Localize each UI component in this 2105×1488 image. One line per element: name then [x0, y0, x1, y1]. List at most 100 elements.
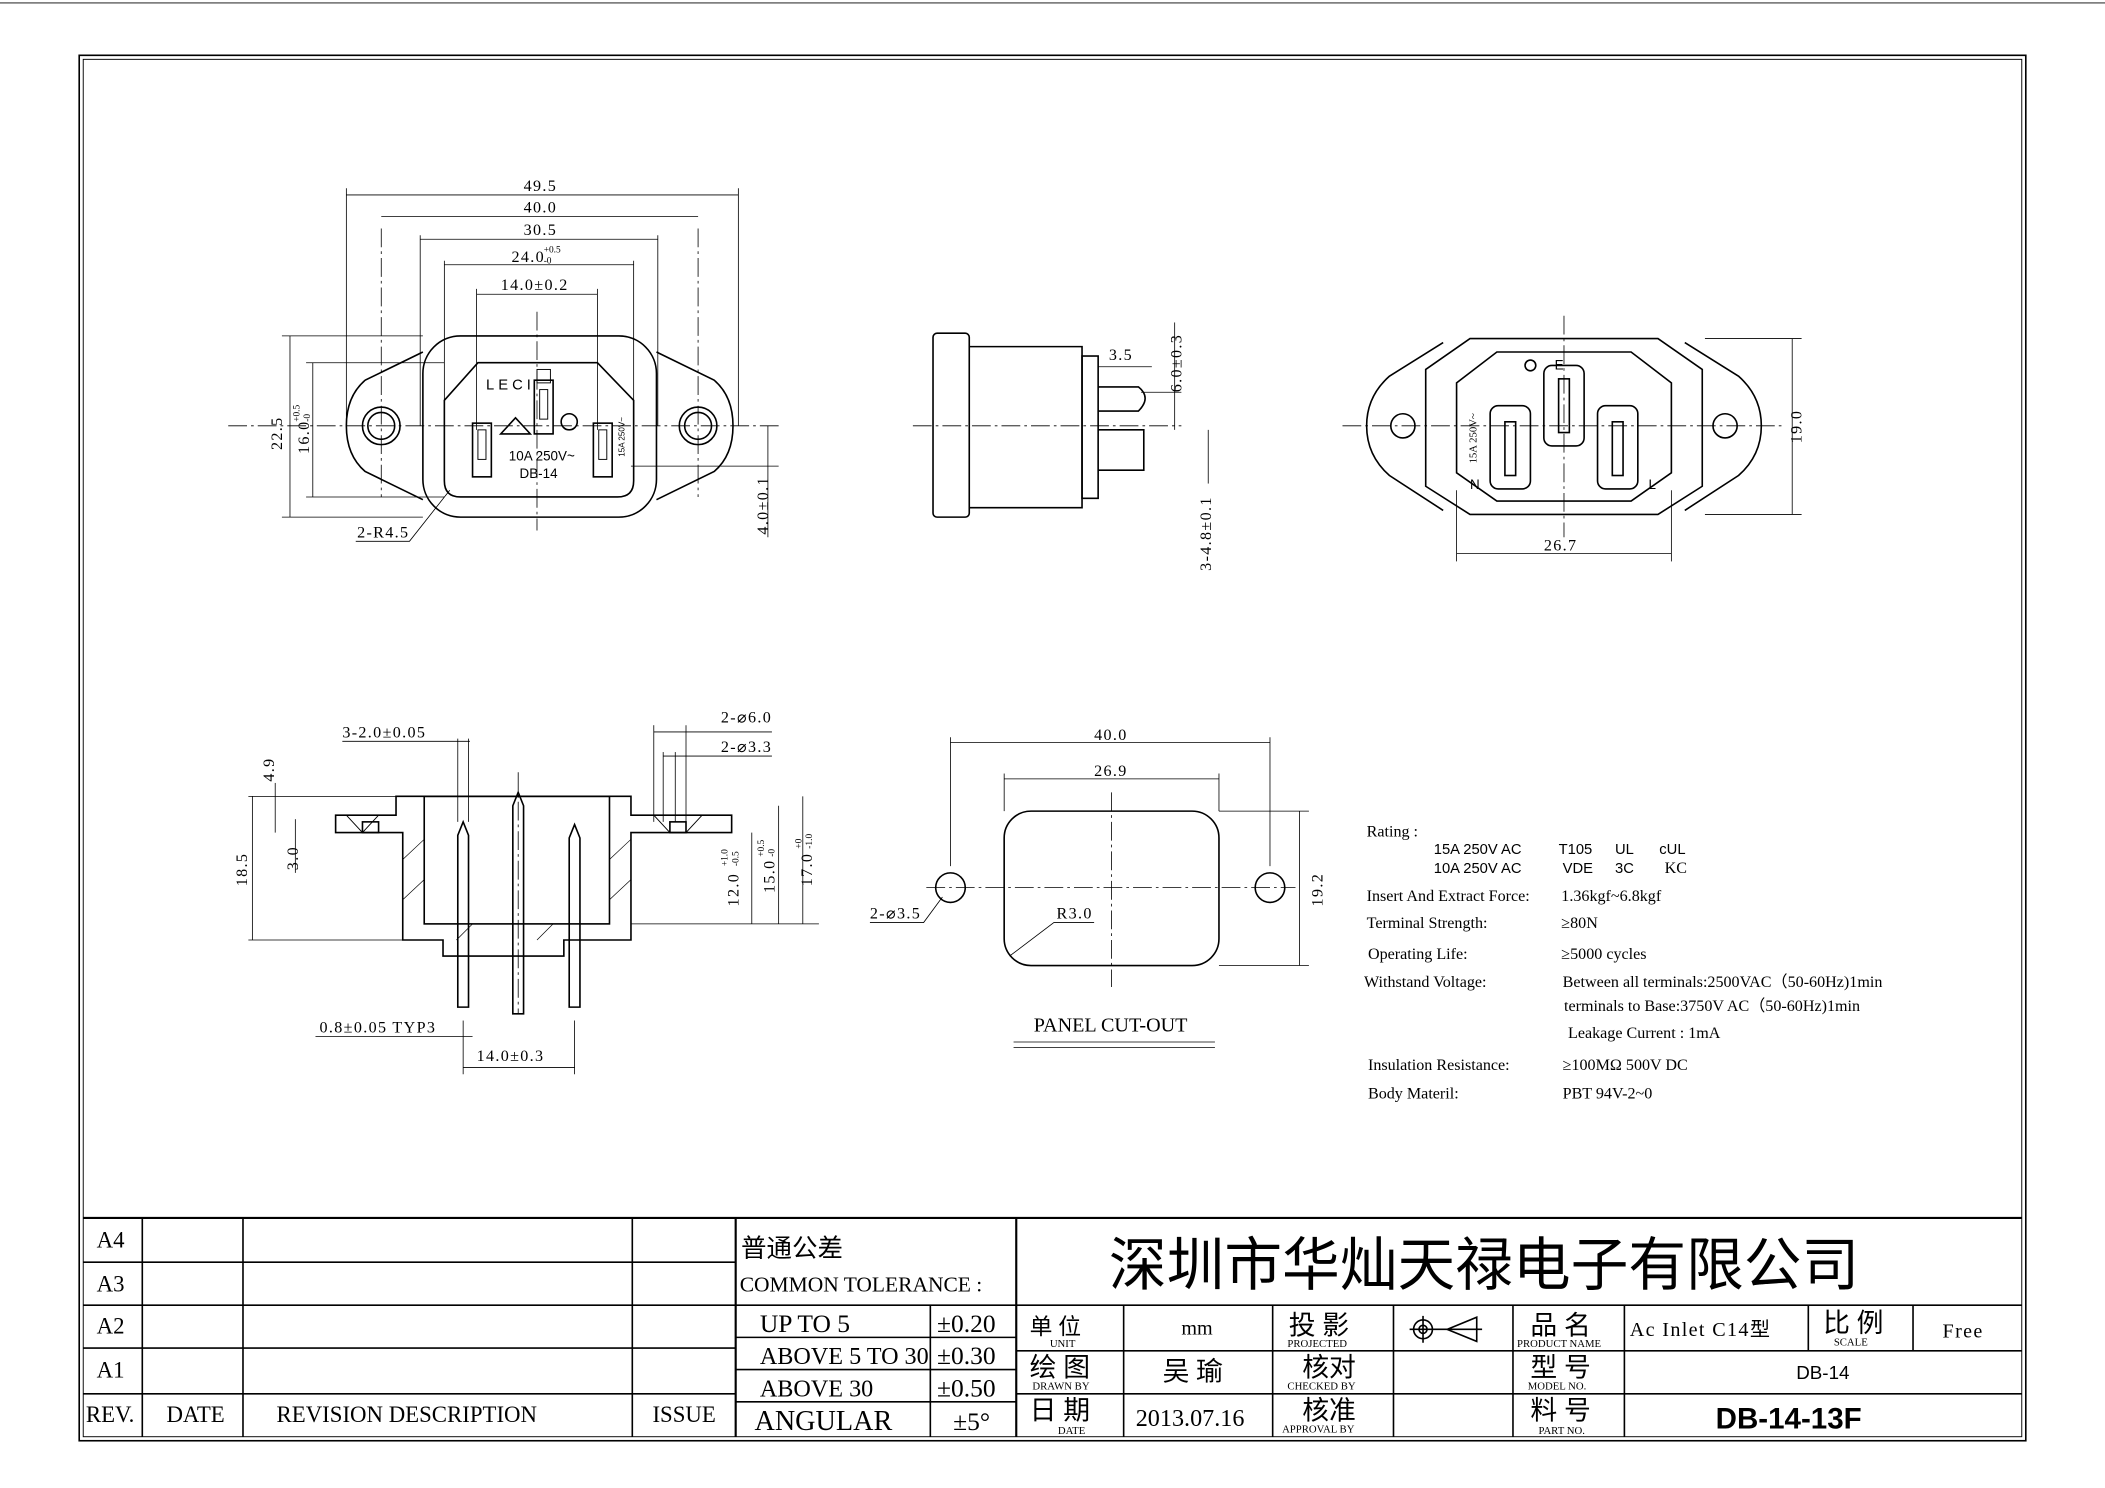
spec-value: terminals to Base:3750V AC（50-60Hz)1min — [1564, 997, 1860, 1015]
spec-label: Terminal Strength: — [1367, 915, 1488, 932]
title-block — [83, 1216, 2022, 1437]
drawn-by-value: 吴 瑜 — [1163, 1356, 1224, 1386]
dim-17-0-lower-tol: -1.0 — [805, 834, 815, 849]
projected-label-cn: 投 影 — [1289, 1311, 1349, 1341]
spec-label: Body Materil: — [1368, 1085, 1459, 1102]
rating-row-2-cert1: VDE — [1563, 861, 1593, 877]
model-no-label-en: MODEL NO. — [1528, 1381, 1587, 1393]
scale-label-cn: 比 例 — [1823, 1308, 1883, 1338]
rating-row-2-rating: 10A 250V AC — [1434, 861, 1522, 877]
dim-2-dia-6-0: 2-⌀6.0 — [721, 710, 772, 727]
rating-row-1-rating: 15A 250V AC — [1434, 842, 1522, 858]
spec-value: PBT 94V-2~0 — [1563, 1085, 1653, 1102]
model-no-label-cn: 型 号 — [1530, 1352, 1590, 1382]
model-no-value: DB-14 — [1796, 1362, 1849, 1383]
product-name-label-cn: 品 名 — [1530, 1311, 1590, 1341]
marking-brand: LECI — [486, 378, 535, 394]
spec-label: Withstand Voltage: — [1364, 974, 1487, 991]
projected-label-en: PROJECTED — [1287, 1338, 1347, 1350]
part-no-label-en: PART NO. — [1538, 1425, 1584, 1437]
checked-by-label-en: CHECKED BY — [1287, 1381, 1355, 1393]
dim-3-2-0: 3-2.0±0.05 — [342, 724, 426, 741]
dim-40-0: 40.0 — [524, 199, 558, 216]
part-no-value: DB-14-13F — [1716, 1403, 1862, 1436]
dim-26-7: 26.7 — [1544, 538, 1578, 555]
dim-40-0-cutout: 40.0 — [1094, 727, 1128, 744]
rev-header-issue: ISSUE — [652, 1402, 715, 1427]
dim-24-0: 24.0 — [511, 249, 545, 266]
dim-15-0-upper-tol: +0.5 — [757, 839, 767, 856]
scale-label-en: SCALE — [1834, 1336, 1868, 1348]
title-fields: 单 位 UNIT mm 投 影 PROJECTED 品 名 PRODUCT NA… — [1030, 1308, 1984, 1437]
dim-15-0-lower-tol: -0 — [768, 849, 778, 857]
specifications: Rating : 15A 250V AC T105 UL cUL 10A 250… — [1364, 824, 1882, 1103]
tolerance-table: 普通公差 COMMON TOLERANCE : UP TO 5 ±0.20 AB… — [740, 1234, 996, 1437]
drawn-by-label-en: DRAWN BY — [1032, 1381, 1089, 1393]
date-label-cn: 日 期 — [1030, 1395, 1090, 1425]
dim-22-5: 22.5 — [269, 416, 286, 450]
dim-24-0-lower-tol: -0 — [544, 256, 552, 266]
checked-by-label-cn: 核对 — [1302, 1352, 1356, 1382]
rev-row-label: A4 — [97, 1227, 125, 1252]
dim-2-dia-3-3: 2-⌀3.3 — [721, 739, 772, 756]
spec-value: Leakage Current : 1mA — [1568, 1025, 1721, 1042]
dim-30-5: 30.5 — [524, 222, 558, 239]
unit-value: mm — [1181, 1318, 1213, 1340]
pin-label-e: E — [1555, 357, 1564, 372]
panel-cutout-view: 40.0 26.9 19.2 R3.0 2-⌀3.5 PANEL CUT-OUT — [870, 727, 1326, 1048]
dim-26-9: 26.9 — [1094, 763, 1128, 780]
rev-header-description: REVISION DESCRIPTION — [277, 1402, 537, 1427]
rear-view: E N L 15A 250V~ 19.0 26.7 — [1342, 315, 1806, 562]
revision-table: A4 A3 A2 A1 REV. DATE REVISION DESCRIPTI… — [86, 1227, 716, 1427]
dim-6-0: 6.0±0.3 — [1168, 334, 1185, 392]
dim-17-0-upper-tol: +0 — [794, 838, 804, 848]
approval-by-label-cn: 核准 — [1302, 1395, 1356, 1425]
tolerance-value: ±0.20 — [937, 1309, 996, 1338]
tolerance-title-cn: 普通公差 — [741, 1234, 843, 1263]
tolerance-value: ±5° — [953, 1407, 990, 1436]
part-no-label-cn: 料 号 — [1530, 1395, 1590, 1425]
spec-label: Insulation Resistance: — [1368, 1057, 1510, 1074]
unit-label-en: UNIT — [1050, 1338, 1076, 1350]
rating-label: Rating : — [1367, 824, 1418, 841]
sheet-border — [78, 54, 2027, 1442]
rev-row-label: A1 — [97, 1358, 125, 1383]
dim-15-0: 15.0 — [762, 859, 779, 893]
rear-side-rating: 15A 250V~ — [1468, 413, 1480, 463]
tolerance-title-en: COMMON TOLERANCE : — [740, 1273, 983, 1297]
rev-row-label: A3 — [97, 1272, 125, 1297]
dim-12-0-lower-tol: -0.5 — [731, 851, 741, 866]
marking-side-rating: 15A 250V~ — [617, 417, 626, 457]
rev-header-rev: REV. — [86, 1402, 134, 1427]
scale-value: Free — [1943, 1320, 1984, 1342]
dim-24-0-upper-tol: +0.5 — [544, 246, 561, 256]
product-name-value: Ac Inlet C14型 — [1630, 1318, 1772, 1341]
spec-label: Insert And Extract Force: — [1367, 888, 1530, 905]
section-view: 3-2.0±0.05 4.9 3.0 18.5 2-⌀6.0 2-⌀3.3 12… — [234, 710, 819, 1075]
dim-2-dia-3-5: 2-⌀3.5 — [870, 906, 921, 923]
panel-cutout-title: PANEL CUT-OUT — [1034, 1014, 1188, 1036]
front-view: LECI 10A 250V~ DB-14 15A 250V~ 49.5 40.0… — [228, 178, 779, 542]
spec-value: Between all terminals:2500VAC（50-60Hz)1m… — [1563, 973, 1883, 991]
dim-49-5: 49.5 — [524, 178, 558, 195]
product-name-label-en: PRODUCT NAME — [1517, 1338, 1602, 1350]
rating-row-1-temp: T105 — [1559, 842, 1593, 858]
drawn-by-label-cn: 绘 图 — [1030, 1352, 1090, 1382]
spec-label: Operating Life: — [1368, 946, 1468, 963]
rev-header-date: DATE — [166, 1402, 224, 1427]
dim-18-5: 18.5 — [234, 853, 251, 887]
dim-17-0: 17.0 — [799, 853, 816, 887]
dim-16-0-lower-tol: -0 — [303, 414, 313, 422]
marking-rating: 10A 250V~ — [509, 449, 575, 464]
unit-label-cn: 单 位 — [1030, 1315, 1081, 1340]
spec-value: 1.36kgf~6.8kgf — [1561, 888, 1662, 905]
tolerance-range: ABOVE 5 TO 30 — [760, 1343, 929, 1370]
approval-by-label-en: APPROVAL BY — [1282, 1424, 1355, 1436]
dim-pin-width: 0.8±0.05 TYP3 — [320, 1020, 437, 1037]
dim-2-r4-5: 2-R4.5 — [357, 524, 409, 541]
tolerance-range: ANGULAR — [754, 1406, 892, 1437]
dim-3-4-8: 3-4.8±0.1 — [1198, 496, 1215, 571]
date-value: 2013.07.16 — [1136, 1405, 1245, 1432]
dim-3-5: 3.5 — [1109, 347, 1133, 364]
